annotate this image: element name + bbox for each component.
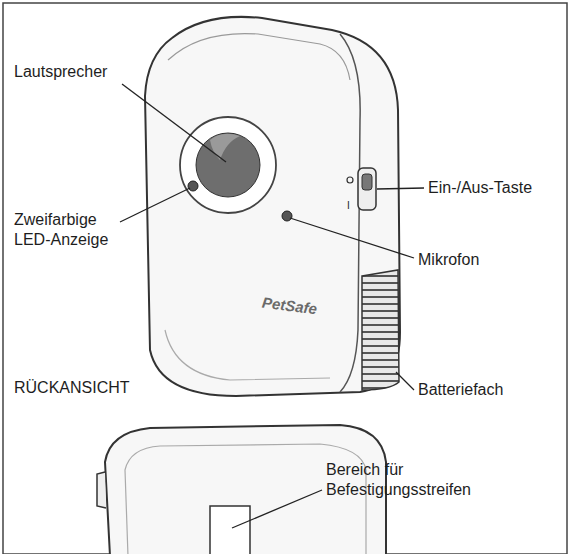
part-label: Mikrofon	[418, 250, 479, 270]
part-label: Bereich für Befestigungsstreifen	[326, 460, 496, 500]
front-housing	[145, 17, 400, 396]
view-label: RÜCKANSICHT	[14, 378, 130, 398]
switch-symbol: I	[347, 200, 350, 212]
mounting-strip-area	[210, 506, 250, 554]
part-label: Zweifarbige LED-Anzeige	[14, 210, 126, 250]
part-label: Ein-/Aus-Taste	[428, 178, 532, 198]
part-label: Batteriefach	[418, 380, 503, 400]
part-label: Lautsprecher	[14, 62, 107, 82]
